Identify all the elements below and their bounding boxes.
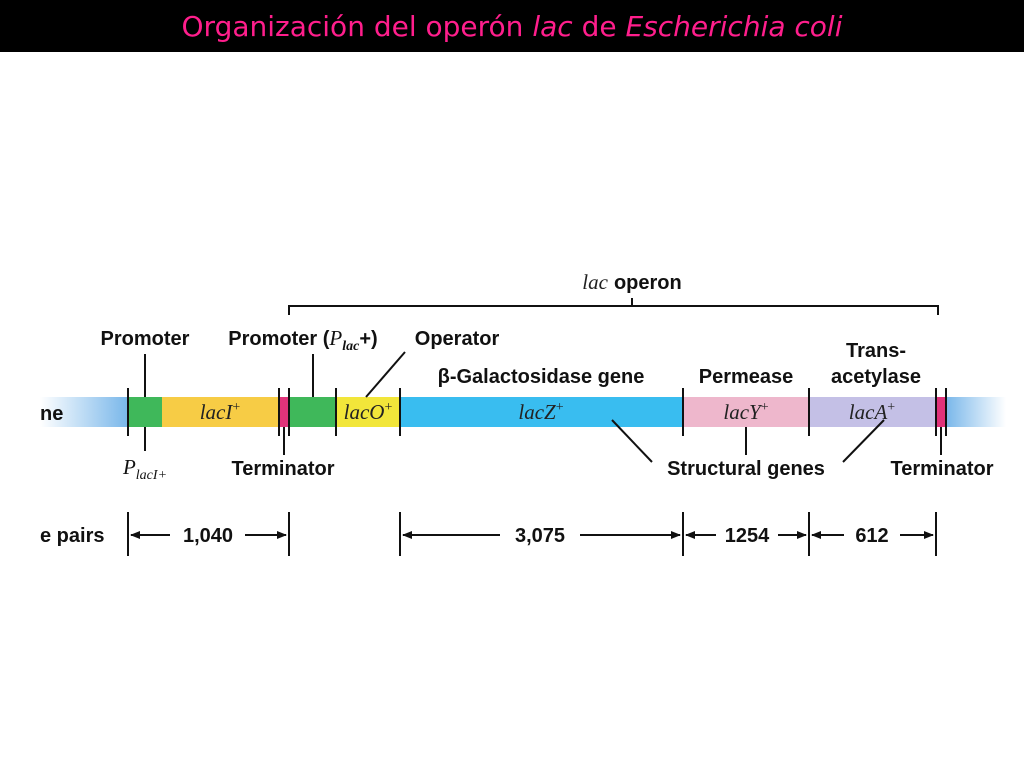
lacy-name: lacY [723, 400, 763, 424]
permease-label: Permease [699, 366, 794, 388]
boundary-lines [127, 388, 947, 436]
promoter2-p: P [328, 326, 342, 350]
operon-terminator-block [936, 397, 946, 427]
dna-right-flank [946, 397, 1006, 427]
lacz-name: lacZ [518, 400, 556, 424]
transacetylase-label-2: acetylase [831, 366, 921, 388]
operator-pointer [365, 351, 406, 398]
placi-sub: lacI+ [136, 468, 167, 483]
operator-label: Operator [415, 328, 500, 350]
lac-promoter-block [289, 397, 336, 427]
operon-bracket [288, 298, 939, 315]
lacz-label: lacZ+ [518, 400, 563, 424]
operon-prefix: lac [582, 270, 608, 294]
laci-terminator-block [279, 397, 289, 427]
title-bar: Organización del operón lac de Escherich… [0, 0, 1024, 52]
structural-pointer-lacz [611, 419, 653, 463]
promoter-label-2: Promoter (Plac+) [228, 326, 377, 354]
chromosome-partial-label: ne [40, 403, 63, 425]
laco-block [336, 397, 400, 427]
promoter2-sub: lac [342, 339, 360, 354]
scale-ticks [127, 512, 937, 556]
operon-word: operon [614, 272, 682, 294]
laca-sup: + [887, 400, 895, 415]
terminator-label-2: Terminator [891, 458, 994, 480]
laci-size-label: 1,040 [183, 525, 233, 547]
title-part2: de [572, 9, 626, 43]
laca-name: lacA [849, 400, 888, 424]
laci-name: lacI [200, 400, 234, 424]
promoter2-suffix: +) [359, 328, 377, 350]
lacy-label: lacY+ [723, 400, 768, 424]
operon-label: lac operon [582, 270, 681, 294]
base-pairs-partial-label: e pairs [40, 525, 104, 547]
laca-size-label: 612 [855, 525, 888, 547]
lacz-size-label: 3,075 [515, 525, 565, 547]
lacz-block [400, 397, 683, 427]
placi-label: PlacI+ [122, 455, 167, 483]
laco-sup: + [384, 400, 392, 415]
terminator-label-1: Terminator [232, 458, 335, 480]
slide-title: Organización del operón lac de Escherich… [182, 10, 843, 43]
promoter2-prefix: Promoter ( [228, 328, 329, 350]
laca-label: lacA+ [849, 400, 895, 424]
title-lac: lac [532, 9, 573, 43]
laco-label: lacO+ [344, 400, 393, 424]
title-species: Escherichia coli [625, 9, 843, 43]
structural-genes-label: Structural genes [667, 458, 825, 480]
structural-pointer-laca [842, 419, 885, 463]
laci-label: lacI+ [200, 400, 241, 424]
laci-promoter-block [128, 397, 162, 427]
laci-sup: + [232, 400, 240, 415]
laca-block [809, 397, 936, 427]
laci-gene-block [162, 397, 279, 427]
lacy-size-label: 1254 [725, 525, 770, 547]
placi-p: P [122, 455, 136, 479]
dna-left-flank [40, 397, 128, 427]
lacy-sup: + [761, 400, 769, 415]
galactosidase-label: β-Galactosidase gene [438, 366, 645, 388]
title-part1: Organización del operón [181, 9, 533, 43]
laco-name: lacO [344, 400, 385, 424]
lacz-sup: + [556, 400, 564, 415]
transacetylase-label-1: Trans- [846, 340, 906, 362]
promoter-label-1: Promoter [101, 328, 190, 350]
lacy-block [683, 397, 809, 427]
